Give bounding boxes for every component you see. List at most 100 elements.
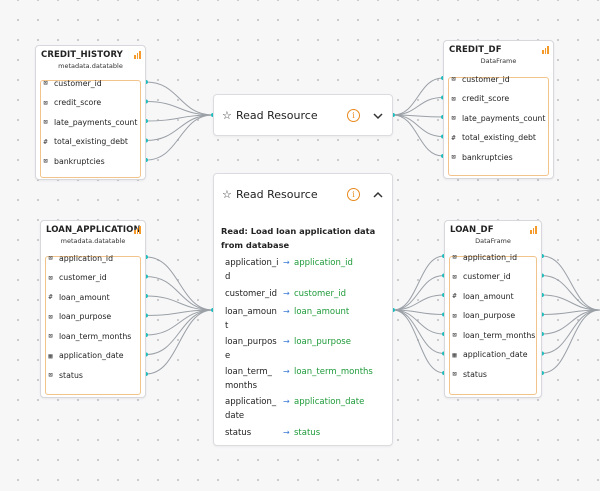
field-row[interactable]: #loan_amount [41,287,145,307]
field-row[interactable]: ⊠loan_purpose [41,307,145,327]
field-label: status [59,370,83,380]
edge [145,81,214,116]
chart-badge-icon [542,46,549,54]
field-row[interactable]: ⊠loan_term_months [445,325,541,345]
field-row[interactable]: ⊠ credit_score [444,89,553,109]
edge [392,309,445,354]
edge [145,114,214,141]
chart-badge-icon [530,226,537,234]
edge [392,309,445,315]
read-resource-node-expanded[interactable]: ☆ Read Resource i Read: Load loan applic… [213,173,393,446]
edge [145,309,214,336]
field-row[interactable]: ⊠late_payments_count [36,112,145,132]
arrow-right-icon: → [283,258,290,267]
field-label: loan_term_months [59,331,132,341]
node-title: LOAN_APPLICATION [46,225,141,235]
node-subtitle: DataFrame [475,237,511,245]
field-row[interactable]: ⊠credit_score [36,93,145,113]
chevron-down-icon[interactable] [371,109,385,123]
field-list [45,256,141,395]
edge [145,295,214,311]
edge [392,114,444,118]
edge [541,294,600,311]
field-label: customer_id [54,78,102,88]
mapping-source: status [225,428,252,438]
edge [145,114,214,122]
mapping-target: customer_id [294,289,347,299]
node-subtitle: metadata.datatable [60,237,126,245]
loan-df-node[interactable]: LOAN_DF DataFrame ⊠application_id⊠custom… [444,220,542,398]
mapping-target: status [294,428,321,438]
mapping-target: application_date [294,397,365,407]
field-row[interactable]: ⊠customer_id [36,73,145,93]
star-icon[interactable]: ☆ [222,187,232,201]
field-row[interactable]: ▦application_date [445,345,541,365]
field-label: loan_term_months [463,330,536,340]
field-row[interactable]: #total_existing_debt [444,128,553,148]
field-row[interactable]: # total_existing_debt [36,132,145,152]
field-row[interactable]: ⊠customer_id [444,69,553,89]
edge [392,114,444,157]
field-row[interactable]: ⊠status [41,365,145,385]
field-label: total_existing_debt [54,137,128,146]
field-label: application_date [59,351,124,360]
mapping-target: application_id [294,258,353,268]
info-icon[interactable]: i [347,188,360,201]
field-label: credit_score [462,94,510,103]
calendar-type-icon: ▦ [48,351,53,360]
credit-history-node[interactable]: CREDIT_HISTORY metadata.datatable ⊠custo… [35,45,146,180]
field-row[interactable]: ⊠customer_id [445,267,541,287]
field-row[interactable]: ⊠customer_id [41,268,145,288]
field-label: loan_purpose [59,312,112,321]
calendar-type-icon: ▦ [452,350,457,359]
chart-badge-icon [134,51,141,59]
field-row[interactable]: ⊠ late_payments_count [444,108,553,128]
edge [392,77,444,116]
chevron-up-icon[interactable] [371,188,385,202]
edge [541,309,600,335]
info-icon[interactable]: i [347,109,360,122]
text-type-icon: ⊠ [48,332,53,340]
field-row[interactable]: ⊠application_id [445,247,541,267]
edge [392,309,445,335]
field-label: late_payments_count [462,113,546,123]
edge [145,114,214,161]
node-subtitle: DataFrame [480,57,517,65]
mapping-source: customer_id [225,289,278,299]
field-row[interactable]: ⊠bankruptcies [444,147,553,167]
text-type-icon: ⊠ [452,311,457,320]
read-resource-node-collapsed[interactable]: ☆ Read Resource i [213,94,393,136]
number-type-icon: # [43,137,48,146]
text-type-icon: ⊠ [451,114,456,122]
field-row[interactable]: #loan_amount [445,286,541,306]
edge [541,309,600,374]
node-title: LOAN_DF [450,225,494,235]
field-row[interactable]: ⊠application_id [41,248,145,268]
field-label: late_payments_count [54,117,138,127]
star-icon[interactable]: ☆ [222,108,232,122]
loan-application-node[interactable]: LOAN_APPLICATION metadata.datatable ⊠app… [40,220,146,398]
edge [541,275,600,311]
credit-df-node[interactable]: CREDIT_DF DataFrame ⊠customer_id⊠credit_… [443,40,554,179]
number-type-icon: # [451,133,456,142]
field-row[interactable]: ⊠ loan_term_months [41,326,145,346]
field-label: status [463,369,487,379]
field-label: loan_purpose [463,311,516,320]
field-row[interactable]: ⊠ loan_purpose [445,306,541,326]
mapping-source: application_id [225,258,279,282]
field-list [448,77,549,176]
edge [145,101,214,116]
arrow-right-icon: → [283,397,290,406]
field-row[interactable]: ▦ application_date [41,346,145,366]
number-type-icon: # [48,293,53,301]
arrow-right-icon: → [283,367,290,376]
node-title: CREDIT_HISTORY [41,50,123,60]
mapping-target: loan_purpose [294,337,351,347]
text-type-icon: ⊠ [43,157,48,165]
field-row[interactable]: ⊠ bankruptcies [36,151,145,171]
field-label: bankruptcies [54,156,105,166]
arrow-right-icon: → [283,337,290,346]
text-type-icon: ⊠ [451,94,456,103]
field-row[interactable]: ⊠status [445,364,541,384]
text-type-icon: ⊠ [452,272,457,281]
